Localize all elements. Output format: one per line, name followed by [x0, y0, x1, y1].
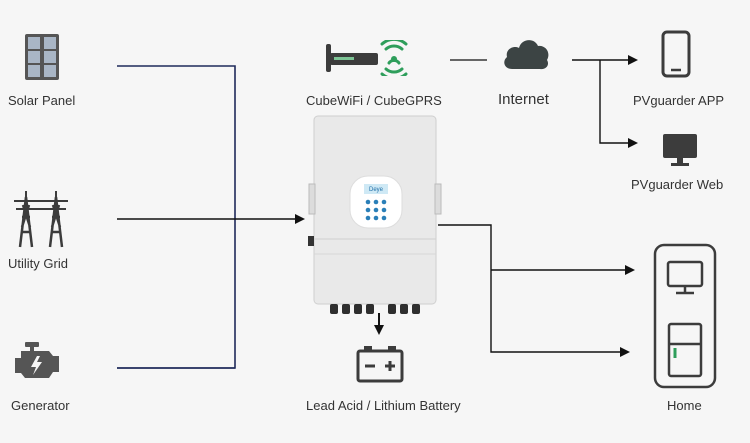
wifi-dongle-icon — [322, 37, 412, 81]
solar-line — [117, 65, 236, 369]
cubewifi-label: CubeWiFi / CubeGPRS — [306, 93, 442, 108]
home-icon — [652, 242, 718, 390]
internet-label: Internet — [498, 91, 549, 108]
monitor-icon — [661, 132, 699, 168]
inverter-to-home — [438, 224, 635, 357]
utility-grid-label: Utility Grid — [8, 256, 68, 271]
fridge-icon — [667, 322, 703, 378]
hybrid-inverter: Deye — [306, 114, 444, 319]
cloud-icon — [500, 33, 552, 73]
solar-panel-icon — [23, 32, 61, 82]
internet-to-devices — [572, 55, 638, 148]
pvguarder-web-label: PVguarder Web — [631, 177, 724, 192]
power-tower-icon — [12, 187, 70, 249]
smartphone-icon — [661, 30, 691, 78]
tv-icon — [666, 260, 704, 295]
generator-engine-icon — [13, 340, 63, 384]
solar-panel-label: Solar Panel — [8, 93, 76, 108]
inverter-brand-text: Deye — [369, 187, 384, 193]
battery-icon — [356, 344, 404, 384]
source-bus — [117, 65, 236, 369]
pvguarder-app-label: PVguarder APP — [633, 93, 725, 108]
generator-label: Generator — [11, 398, 70, 413]
battery-label: Lead Acid / Lithium Battery — [306, 398, 461, 413]
home-label: Home — [667, 398, 702, 413]
